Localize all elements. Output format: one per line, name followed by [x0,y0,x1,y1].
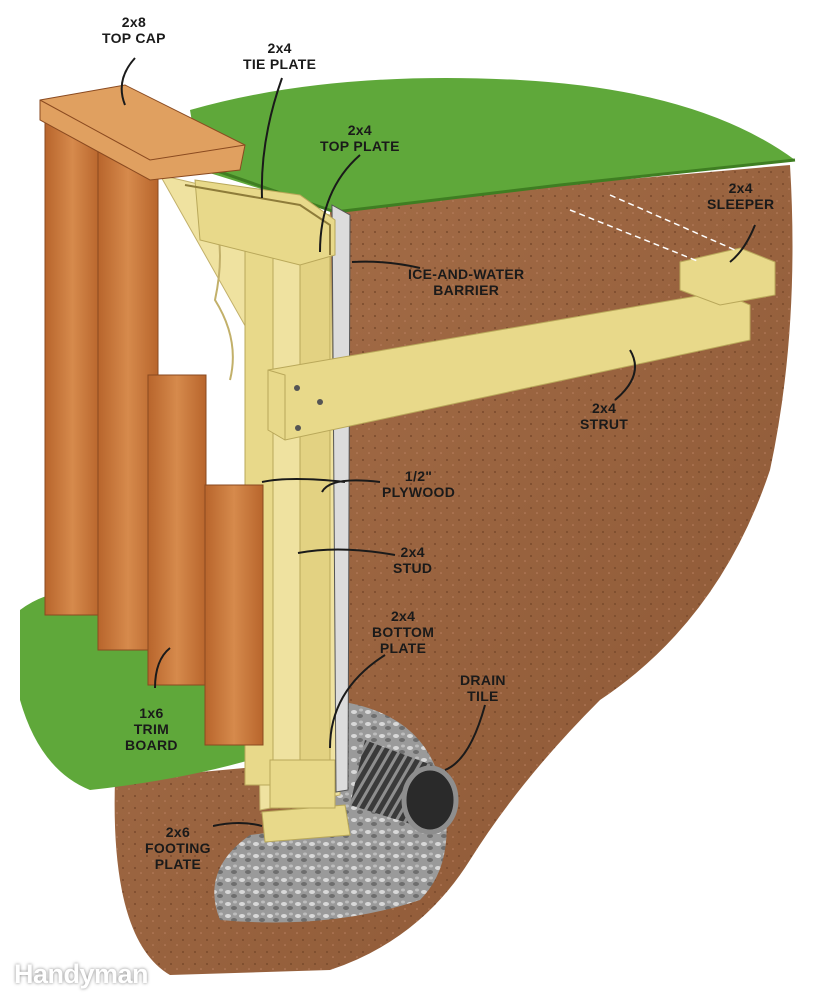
lower-lawn [20,592,250,790]
top-cap [39,84,246,181]
tie-plate [184,184,331,255]
sleeper [679,247,776,306]
brand-logo: THE FAMILY Handyman [14,952,149,989]
drain-tile-pipe [350,740,459,835]
top-plate [194,179,336,266]
label-plywood: 1/2"PLYWOOD [382,468,456,500]
footing-plate [261,804,351,843]
leader-arrows [120,57,756,827]
cedar-board-siding [44,104,264,746]
upper-lawn [190,78,795,212]
ice-water-barrier [331,204,351,793]
